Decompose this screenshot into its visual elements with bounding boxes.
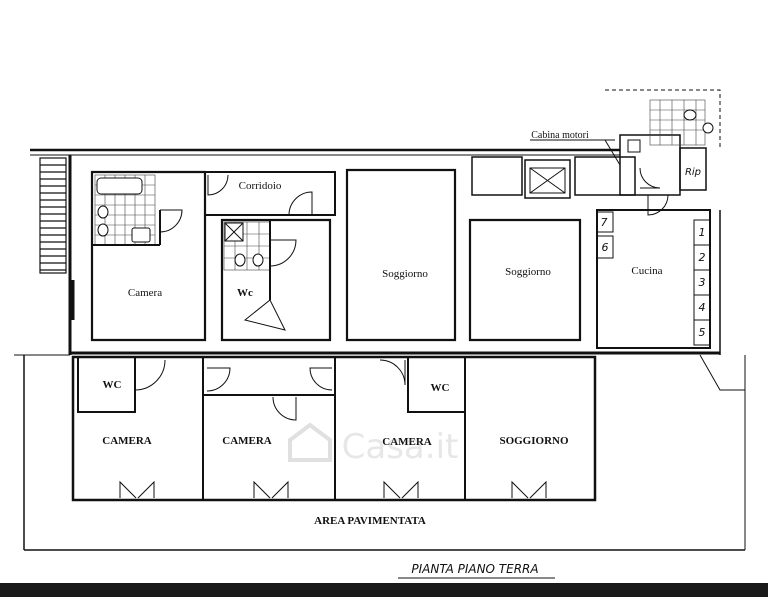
- exterior-stairs: [39, 157, 75, 320]
- stair-number-1: 1: [699, 226, 706, 239]
- watermark-text: Casa.it: [342, 427, 459, 467]
- label-soggiorno-2: Soggiorno: [505, 266, 551, 278]
- label-soggiorno-1: Soggiorno: [382, 268, 428, 280]
- label-corridoio: Corridoio: [239, 180, 282, 192]
- stair-number-3: 3: [699, 276, 706, 289]
- corridoio-room: [205, 171, 336, 216]
- label-wc-lower-2: WC: [431, 382, 450, 394]
- french-windows: [119, 480, 547, 499]
- lower-doors: [134, 359, 406, 421]
- stair-number-4: 4: [699, 301, 706, 314]
- side-mark-6: 6: [602, 241, 609, 254]
- cabina-motori-area: [530, 89, 721, 196]
- label-cabina-motori: Cabina motori: [531, 130, 589, 141]
- footer-title: PIANTA PIANO TERRA: [411, 562, 538, 576]
- label-camera-lower-2: CAMERA: [222, 435, 272, 447]
- label-cucina: Cucina: [631, 265, 662, 277]
- upper-wc-room: [220, 218, 332, 342]
- watermark-logo: [288, 422, 332, 462]
- stair-number-2: 2: [699, 251, 706, 264]
- lower-row-walls: [71, 355, 597, 502]
- label-camera: Camera: [128, 287, 162, 299]
- label-soggiorno-lower: SOGGIORNO: [499, 435, 569, 447]
- label-camera-lower-1: CAMERA: [102, 435, 152, 447]
- cucina-room: [596, 167, 711, 349]
- label-rip: Rip: [685, 167, 701, 178]
- side-mark-7: 7: [601, 216, 608, 229]
- label-wc-upper: Wc: [237, 287, 253, 299]
- upper-soggiorno-room-2: [468, 156, 636, 342]
- exterior-walls: [14, 148, 746, 551]
- scan-edge-band: [0, 583, 768, 597]
- label-area-pavimentata: AREA PAVIMENTATA: [314, 515, 426, 527]
- upper-camera-room: [90, 170, 207, 342]
- label-camera-lower-3: CAMERA: [382, 436, 432, 448]
- label-wc-lower-1: WC: [103, 379, 122, 391]
- stair-number-5: 5: [699, 326, 706, 339]
- upper-soggiorno-room-1: [345, 168, 457, 342]
